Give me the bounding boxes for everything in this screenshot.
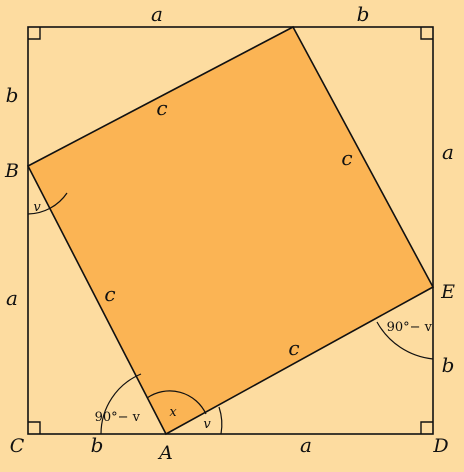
label-bottom-b: b xyxy=(91,433,104,457)
label-inner-c-left: c xyxy=(104,282,115,306)
label-right-a: a xyxy=(442,140,454,164)
angle-arc-v-at-B xyxy=(27,192,68,215)
angle-label-v-at-A: v xyxy=(203,417,211,432)
angle-label-at-E: 90°− v xyxy=(387,320,433,335)
right-angle-marker-bottom-left xyxy=(28,421,41,434)
right-angle-marker-top-right xyxy=(420,27,433,40)
angle-label-x-at-A: x xyxy=(169,405,177,420)
point-label-A: A xyxy=(157,442,173,464)
point-label-B: B xyxy=(4,160,19,182)
label-top-b: b xyxy=(357,2,370,26)
point-label-C: C xyxy=(10,435,25,457)
label-left-b: b xyxy=(6,83,19,107)
point-label-D: D xyxy=(432,435,448,457)
label-inner-c-top: c xyxy=(156,96,167,120)
angle-arc-x-at-A xyxy=(146,390,207,415)
right-angle-marker-top-left xyxy=(28,27,41,40)
inner-square xyxy=(26,25,435,436)
label-right-b: b xyxy=(442,353,455,377)
label-left-a: a xyxy=(6,286,18,310)
angle-label-left-at-A: 90°− v xyxy=(95,410,141,425)
angle-arc-at-E xyxy=(376,321,434,360)
angle-arc-v-at-A xyxy=(218,406,223,435)
label-bottom-a: a xyxy=(300,433,312,457)
point-label-E: E xyxy=(440,281,455,303)
label-top-a: a xyxy=(151,2,163,26)
angle-arc-left-at-A xyxy=(100,373,142,435)
right-angle-marker-bottom-right xyxy=(420,421,433,434)
label-inner-c-bottom: c xyxy=(288,336,299,360)
outer-square xyxy=(27,26,434,435)
label-inner-c-right: c xyxy=(341,146,352,170)
angle-label-v-at-B: v xyxy=(33,200,41,215)
